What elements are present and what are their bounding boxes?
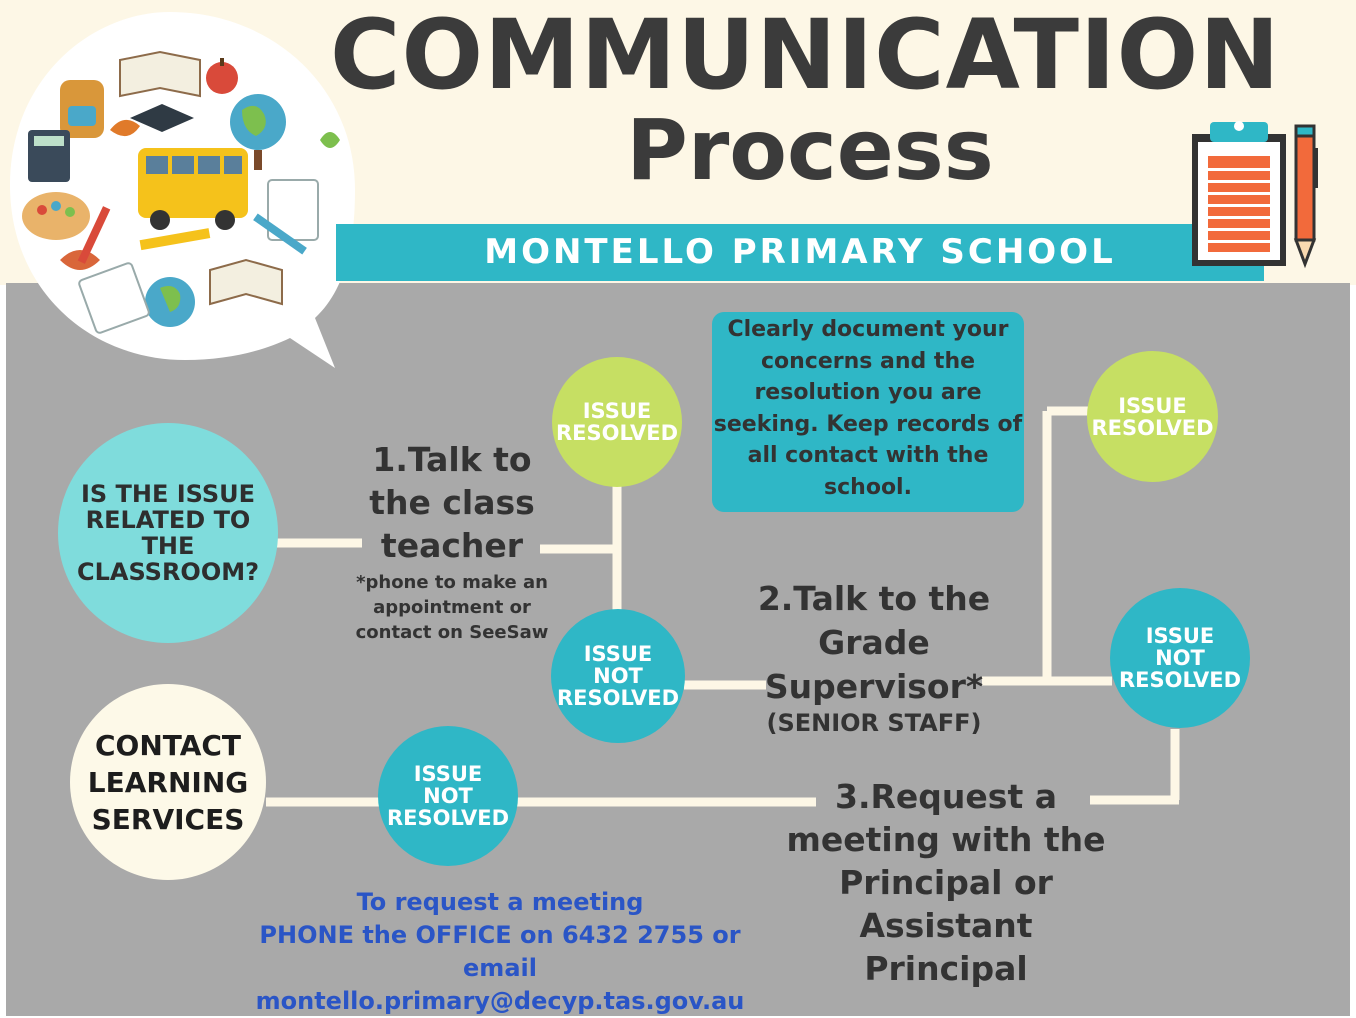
- step2-subtitle: (SENIOR STAFF): [766, 709, 982, 737]
- step2-not-resolved-node: ISSUE NOT RESOLVED: [1110, 588, 1250, 728]
- school-name: MONTELLO PRIMARY SCHOOL: [484, 232, 1116, 272]
- graduation-cap-icon: [130, 104, 194, 132]
- step1-not-resolved-node: ISSUE NOT RESOLVED: [551, 609, 685, 743]
- contact-email[interactable]: montello.primary@decyp.tas.gov.au: [255, 987, 745, 1015]
- book-icon: [119, 50, 201, 98]
- contact-phone: PHONE the OFFICE on 6432 2755 or: [259, 921, 741, 949]
- step3-title: 3.Request a meeting with the Principal o…: [786, 777, 1106, 988]
- step2-title: 2.Talk to the Grade Supervisor*: [757, 579, 991, 706]
- step1-title: 1.Talk to the class teacher: [369, 440, 535, 565]
- step1-resolved-node: ISSUE RESOLVED: [552, 357, 682, 487]
- classroom-question-node: IS THE ISSUE RELATED TO THE CLASSROOM?: [58, 423, 278, 643]
- contact-line-3: email: [463, 954, 537, 982]
- step1-note: *phone to make an appointment or contact…: [355, 572, 549, 643]
- page-subtitle: Process: [626, 101, 994, 199]
- step2-resolved-node: ISSUE RESOLVED: [1087, 351, 1218, 482]
- school-supplies-collage-icon: [22, 50, 340, 334]
- pencil-icon: [1293, 124, 1318, 269]
- page-title: COMMUNICATION: [330, 0, 1281, 111]
- school-banner: [336, 224, 1264, 281]
- step3-not-resolved-node: ISSUE NOT RESOLVED: [378, 726, 518, 866]
- advice-text: Clearly document your concerns and the r…: [713, 317, 1023, 500]
- contact-line-1: To request a meeting: [356, 888, 644, 916]
- clipboard-icon: [1192, 121, 1318, 269]
- learning-services-node: CONTACT LEARNING SERVICES: [70, 684, 266, 880]
- ruler-icon: [139, 228, 211, 251]
- apple-icon: [206, 62, 238, 94]
- pencil-icon: [253, 213, 307, 255]
- advice-box: [712, 312, 1024, 512]
- palette-icon: [22, 192, 90, 240]
